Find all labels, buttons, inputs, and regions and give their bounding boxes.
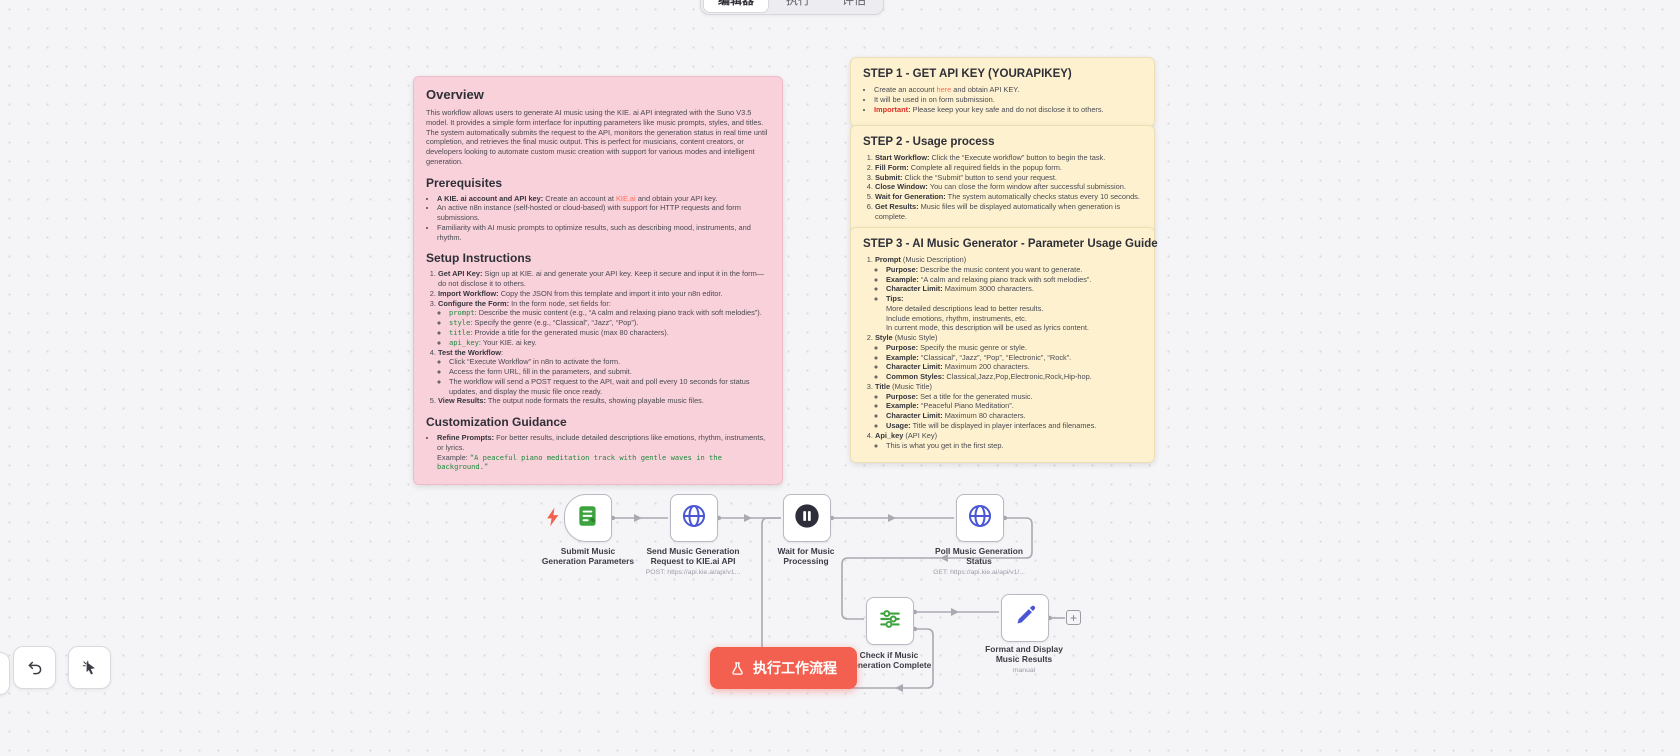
important-label: Important:	[874, 104, 911, 114]
tip-line: In current mode, this description will b…	[886, 323, 1089, 333]
step3-sticky-note[interactable]: STEP 3 - AI Music Generator - Parameter …	[850, 227, 1158, 464]
usage-step: Fill Form: Complete all required fields …	[875, 163, 1142, 173]
kie-ai-link[interactable]: KIE.ai	[615, 193, 636, 203]
globe-icon	[966, 502, 994, 535]
editor-tab-bar: 编辑器 执行 评估	[700, 0, 885, 15]
usage-step: Wait for Generation: The system automati…	[875, 192, 1142, 202]
tab-evaluations[interactable]: 评估	[827, 0, 881, 13]
tidy-up-button[interactable]	[68, 646, 111, 689]
here-link[interactable]: here	[936, 85, 952, 94]
param-detail: Tips:	[886, 294, 1142, 304]
setup-step: View Results: The output node formats th…	[438, 396, 770, 406]
tip-line: Include emotions, rhythm, instruments, e…	[886, 313, 1027, 323]
test-step-item: Access the form URL, fill in the paramet…	[449, 367, 770, 377]
prerequisite-item: A KIE. ai account and API key: Create an…	[437, 194, 770, 204]
param-detail: Example: “A calm and relaxing piano trac…	[886, 275, 1142, 285]
node-subtitle-get-url: GET: https://api.kie.ai/api/v1/...	[933, 568, 1025, 576]
usage-step: Start Workflow: Click the “Execute workf…	[875, 153, 1142, 163]
param-detail: Character Limit: Maximum 80 characters.	[886, 411, 1142, 421]
step1-item: Create an account here and obtain API KE…	[874, 85, 1142, 95]
parameter-item: Style (Music Style) Purpose: Specify the…	[875, 333, 1142, 382]
parameter-item: Prompt (Music Description) Purpose: Desc…	[875, 255, 1142, 333]
overview-intro: This workflow allows users to generate A…	[426, 108, 768, 166]
node-subtitle-manual: manual	[1012, 666, 1036, 674]
parameter-item: Title (Music Title) Purpose: Set a title…	[875, 382, 1142, 431]
pointer-icon	[81, 659, 99, 677]
undo-button[interactable]	[13, 646, 56, 689]
execute-workflow-button[interactable]: 执行工作流程	[710, 647, 857, 689]
step1-item: Important: Please keep your key safe and…	[874, 105, 1142, 115]
param-detail: Purpose: Specify the music genre or styl…	[886, 343, 1142, 353]
test-step-item: The workflow will send a POST request to…	[449, 377, 770, 397]
example-prompt-code: “A peaceful piano meditation track with …	[437, 452, 722, 472]
param-detail: Usage: Title will be displayed in player…	[886, 421, 1142, 431]
prerequisite-item: An active n8n instance (self-hosted or c…	[437, 203, 770, 223]
node-label-poll-status: Poll Music Generation Status GET: https:…	[929, 546, 1029, 577]
parameter-item: Api_key (API Key) This is what you get i…	[875, 431, 1142, 451]
param-detail: Purpose: Describe the music content you …	[886, 265, 1142, 275]
form-field-item: api_key: Your KIE. ai key.	[449, 338, 770, 348]
step3-title: STEP 3 - AI Music Generator - Parameter …	[863, 238, 1158, 250]
form-field-item: style: Specify the genre (e.g., “Classic…	[449, 318, 770, 328]
step2-sticky-note[interactable]: STEP 2 - Usage process Start Workflow: C…	[850, 125, 1155, 235]
node-label-submit-form: Submit Music Generation Parameters	[541, 546, 635, 567]
usage-step: Close Window: You can close the form win…	[875, 182, 1142, 192]
code-title: title	[449, 328, 471, 338]
node-label-wait: Wait for Music Processing	[777, 546, 835, 567]
form-field-item: prompt: Describe the music content (e.g.…	[449, 308, 770, 318]
param-detail: Character Limit: Maximum 200 characters.	[886, 362, 1142, 372]
node-label-send-request: Send Music Generation Request to KIE.ai …	[643, 546, 743, 577]
code-prompt: prompt	[449, 308, 475, 318]
node-http-request-send[interactable]	[670, 494, 718, 542]
customization-item: Refine Prompts: For better results, incl…	[437, 433, 770, 472]
test-step-item: Click “Execute Workflow” in n8n to activ…	[449, 357, 770, 367]
node-form-trigger[interactable]	[564, 494, 612, 542]
overview-sticky-note[interactable]: Overview This workflow allows users to g…	[413, 76, 783, 486]
param-detail: Example: “Peaceful Piano Meditation”.	[886, 401, 1142, 411]
setup-step: Test the Workflow: Click “Execute Workfl…	[438, 348, 770, 397]
step1-title: STEP 1 - GET API KEY (YOURAPIKEY)	[863, 68, 1072, 80]
node-format-results[interactable]	[1001, 594, 1049, 642]
overview-title: Overview	[426, 87, 484, 102]
node-wait[interactable]	[783, 494, 831, 542]
step1-item: It will be used in on form submission.	[874, 95, 1142, 105]
setup-step: Configure the Form: In the form node, se…	[438, 299, 770, 348]
flask-icon	[730, 661, 745, 676]
tab-executions[interactable]: 执行	[771, 0, 825, 13]
add-node-button[interactable]: +	[1066, 610, 1081, 625]
toolbar-button-partial[interactable]	[0, 652, 10, 695]
param-detail: This is what you get in the first step.	[886, 441, 1142, 451]
form-field-item: title: Provide a title for the generated…	[449, 328, 770, 338]
pause-icon	[793, 502, 821, 535]
setup-step: Get API Key: Sign up at KIE. ai and gene…	[438, 269, 770, 289]
code-style: style	[449, 318, 471, 328]
node-http-request-poll[interactable]	[956, 494, 1004, 542]
prerequisite-item: Familiarity with AI music prompts to opt…	[437, 223, 770, 243]
code-api-key: api_key	[449, 337, 479, 347]
step1-sticky-note[interactable]: STEP 1 - GET API KEY (YOURAPIKEY) Create…	[850, 57, 1155, 128]
param-detail: Example: “Classical”, “Jazz”, “Pop”, “El…	[886, 353, 1142, 363]
step2-title: STEP 2 - Usage process	[863, 136, 995, 148]
param-detail: Common Styles: Classical,Jazz,Pop,Electr…	[886, 372, 1142, 382]
customization-title: Customization Guidance	[426, 415, 567, 430]
node-label-format-display: Format and Display Music Results manual	[974, 644, 1074, 675]
param-detail: Purpose: Set a title for the generated m…	[886, 392, 1142, 402]
node-label-check-complete: Check if Music Generation Complete	[846, 650, 932, 671]
setup-step: Import Workflow: Copy the JSON from this…	[438, 289, 770, 299]
undo-icon	[26, 659, 44, 677]
form-icon	[575, 503, 601, 534]
tab-editor[interactable]: 编辑器	[703, 0, 770, 13]
node-subtitle-post-url: POST: https://api.kie.ai/api/v1...	[645, 568, 741, 576]
usage-step: Submit: Click the “Submit” button to sen…	[875, 173, 1142, 183]
setup-instructions-title: Setup Instructions	[426, 251, 532, 266]
pencil-icon	[1013, 604, 1037, 633]
prerequisites-title: Prerequisites	[426, 175, 503, 190]
node-check-if[interactable]	[866, 597, 914, 645]
tip-line: More detailed descriptions lead to bette…	[886, 303, 1044, 313]
globe-icon	[680, 502, 708, 535]
param-detail: Character Limit: Maximum 3000 characters…	[886, 284, 1142, 294]
sliders-icon	[877, 606, 903, 637]
usage-step: Get Results: Music files will be display…	[875, 202, 1142, 222]
trigger-lightning-icon	[546, 507, 560, 532]
